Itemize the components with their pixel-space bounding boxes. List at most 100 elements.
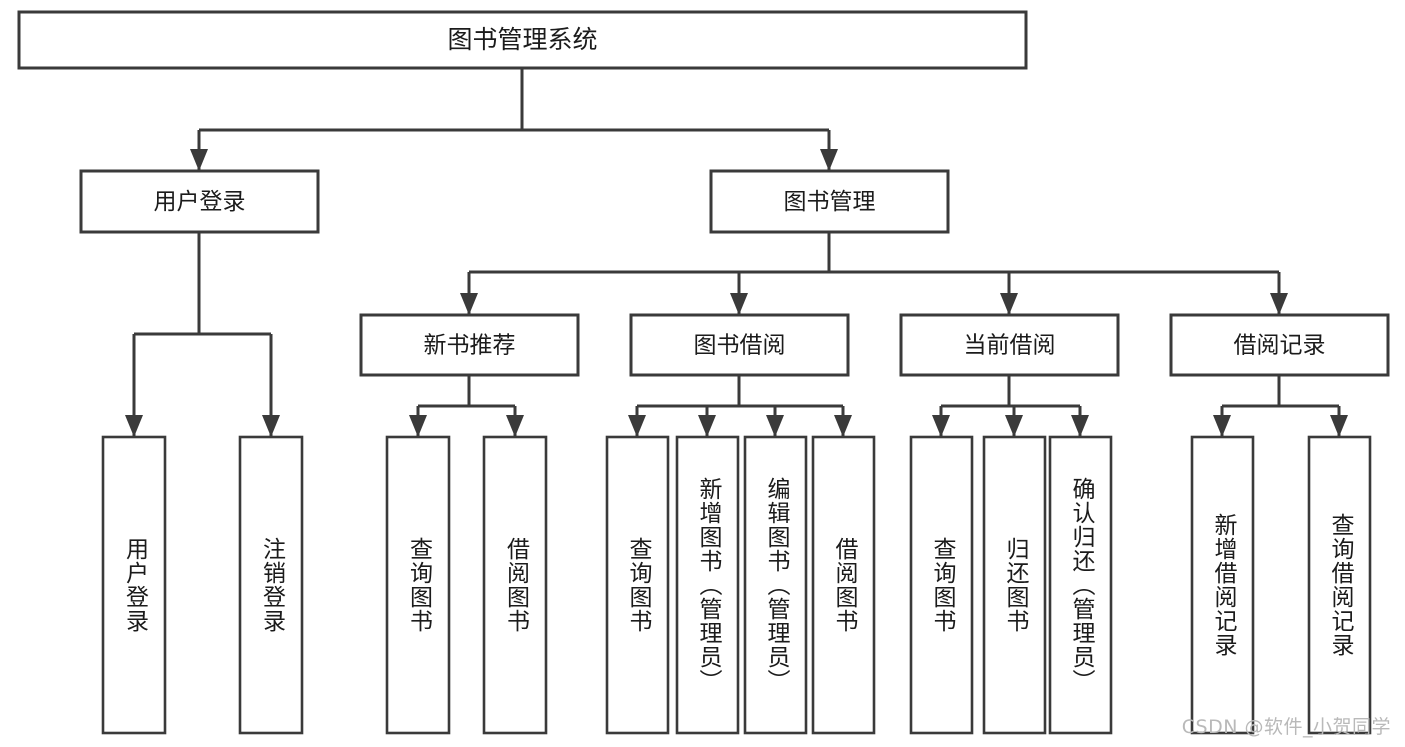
leaf-label-container: 查询图书 bbox=[624, 537, 651, 633]
node-box[interactable] bbox=[899, 313, 1120, 377]
leaf-label-container: 新增图书（管理员） bbox=[694, 477, 721, 693]
leaf-box[interactable] bbox=[909, 435, 974, 735]
leaf-box[interactable] bbox=[238, 435, 304, 735]
node-book-borrow[interactable]: 图书借阅 bbox=[629, 313, 850, 377]
arrow-head-icon bbox=[125, 415, 143, 437]
leaf-box[interactable] bbox=[1048, 435, 1113, 735]
leaf-node-leaf-confirm-return-admin[interactable]: 确认归还（管理员） bbox=[1048, 435, 1113, 735]
arrow-head-icon bbox=[766, 415, 784, 437]
arrow-head-icon bbox=[628, 415, 646, 437]
leaf-node-leaf-add-book-admin[interactable]: 新增图书（管理员） bbox=[675, 435, 740, 735]
arrow-head-icon bbox=[460, 293, 478, 315]
nodes-layer: 图书管理系统用户登录图书管理新书推荐图书借阅当前借阅借阅记录用户登录注销登录查询… bbox=[17, 10, 1390, 735]
leaf-label-container: 注销登录 bbox=[258, 537, 285, 633]
connector-book-management-to-level3 bbox=[460, 232, 1288, 315]
watermark-label: CSDN @软件_小贺同学 bbox=[1181, 716, 1391, 738]
connector-new-book-recommend-to-leaves bbox=[409, 375, 524, 437]
arrow-head-icon bbox=[1005, 415, 1023, 437]
arrow-head-icon bbox=[1270, 293, 1288, 315]
leaf-node-leaf-query-book-borrow[interactable]: 查询图书 bbox=[605, 435, 670, 735]
leaf-label: 查询图书 bbox=[405, 537, 432, 633]
leaf-label: 查询借阅记录 bbox=[1326, 513, 1353, 657]
leaf-label-container: 归还图书 bbox=[1001, 537, 1028, 633]
node-label: 当前借阅 bbox=[964, 333, 1056, 359]
leaf-node-leaf-borrow-book[interactable]: 借阅图书 bbox=[811, 435, 876, 735]
connector-user-login-to-leaves bbox=[125, 232, 280, 437]
leaf-box[interactable] bbox=[101, 435, 167, 735]
leaf-label: 查询图书 bbox=[624, 537, 651, 633]
leaf-label-container: 借阅图书 bbox=[830, 537, 857, 633]
leaf-node-leaf-edit-book-admin[interactable]: 编辑图书（管理员） bbox=[743, 435, 808, 735]
connector-borrow-record-to-leaves bbox=[1213, 375, 1348, 437]
leaf-label-container: 确认归还（管理员） bbox=[1067, 477, 1094, 693]
leaf-box[interactable] bbox=[1190, 435, 1255, 735]
arrow-head-icon bbox=[932, 415, 950, 437]
node-root[interactable]: 图书管理系统 bbox=[17, 10, 1028, 70]
node-label: 借阅记录 bbox=[1234, 333, 1326, 359]
leaf-label: 查询图书 bbox=[928, 537, 955, 633]
node-box[interactable] bbox=[629, 313, 850, 377]
leaf-label-container: 用户登录 bbox=[121, 537, 148, 633]
node-book-management[interactable]: 图书管理 bbox=[709, 169, 950, 234]
leaf-box[interactable] bbox=[605, 435, 670, 735]
arrow-head-icon bbox=[409, 415, 427, 437]
connector-book-borrow-to-leaves bbox=[628, 375, 852, 437]
leaf-node-leaf-query-book-recommend[interactable]: 查询图书 bbox=[385, 435, 451, 735]
leaf-box[interactable] bbox=[675, 435, 740, 735]
leaf-box[interactable] bbox=[482, 435, 548, 735]
node-box[interactable] bbox=[359, 313, 580, 377]
node-user-login[interactable]: 用户登录 bbox=[79, 169, 320, 234]
node-box[interactable] bbox=[79, 169, 320, 234]
leaf-box[interactable] bbox=[1307, 435, 1372, 735]
leaf-node-leaf-user-login[interactable]: 用户登录 bbox=[101, 435, 167, 735]
node-box[interactable] bbox=[1169, 313, 1390, 377]
node-label: 新书推荐 bbox=[424, 333, 516, 359]
leaf-label: 新增借阅记录 bbox=[1209, 513, 1236, 657]
connector-current-borrow-to-leaves bbox=[932, 375, 1089, 437]
leaf-box[interactable] bbox=[743, 435, 808, 735]
node-new-book-recommend[interactable]: 新书推荐 bbox=[359, 313, 580, 377]
arrow-head-icon bbox=[1071, 415, 1089, 437]
node-label: 用户登录 bbox=[154, 189, 246, 215]
arrow-head-icon bbox=[506, 415, 524, 437]
arrow-head-icon bbox=[190, 149, 208, 171]
leaf-label: 新增图书（管理员） bbox=[694, 477, 721, 693]
leaf-node-leaf-borrow-book-recommend[interactable]: 借阅图书 bbox=[482, 435, 548, 735]
node-borrow-record[interactable]: 借阅记录 bbox=[1169, 313, 1390, 377]
connectors-layer bbox=[125, 68, 1348, 437]
node-box[interactable] bbox=[17, 10, 1028, 70]
leaf-node-leaf-return-book[interactable]: 归还图书 bbox=[982, 435, 1047, 735]
node-label: 图书管理系统 bbox=[447, 25, 597, 54]
connector-root-to-level2 bbox=[190, 68, 838, 171]
leaf-label-container: 编辑图书（管理员） bbox=[762, 477, 789, 693]
leaf-label: 注销登录 bbox=[258, 537, 285, 633]
leaf-label: 用户登录 bbox=[121, 537, 148, 633]
arrow-head-icon bbox=[1330, 415, 1348, 437]
leaf-label: 编辑图书（管理员） bbox=[762, 477, 789, 693]
node-box[interactable] bbox=[709, 169, 950, 234]
leaf-box[interactable] bbox=[982, 435, 1047, 735]
arrow-head-icon bbox=[1000, 293, 1018, 315]
leaf-label: 借阅图书 bbox=[830, 537, 857, 633]
leaf-label: 确认归还（管理员） bbox=[1067, 477, 1094, 693]
leaf-node-leaf-query-book-current[interactable]: 查询图书 bbox=[909, 435, 974, 735]
node-label: 图书管理 bbox=[784, 189, 876, 215]
leaf-box[interactable] bbox=[385, 435, 451, 735]
node-current-borrow[interactable]: 当前借阅 bbox=[899, 313, 1120, 377]
leaf-label-container: 借阅图书 bbox=[502, 537, 529, 633]
leaf-node-leaf-add-borrow-record[interactable]: 新增借阅记录 bbox=[1190, 435, 1255, 735]
node-label: 图书借阅 bbox=[694, 333, 786, 359]
leaf-node-leaf-logout-login[interactable]: 注销登录 bbox=[238, 435, 304, 735]
leaf-label-container: 查询借阅记录 bbox=[1326, 513, 1353, 657]
leaf-node-leaf-query-borrow-record[interactable]: 查询借阅记录 bbox=[1307, 435, 1372, 735]
leaf-label: 归还图书 bbox=[1001, 537, 1028, 633]
arrow-head-icon bbox=[834, 415, 852, 437]
leaf-label-container: 查询图书 bbox=[405, 537, 432, 633]
arrow-head-icon bbox=[820, 149, 838, 171]
leaf-label-container: 新增借阅记录 bbox=[1209, 513, 1236, 657]
leaf-label: 借阅图书 bbox=[502, 537, 529, 633]
leaf-box[interactable] bbox=[811, 435, 876, 735]
arrow-head-icon bbox=[730, 293, 748, 315]
arrow-head-icon bbox=[262, 415, 280, 437]
